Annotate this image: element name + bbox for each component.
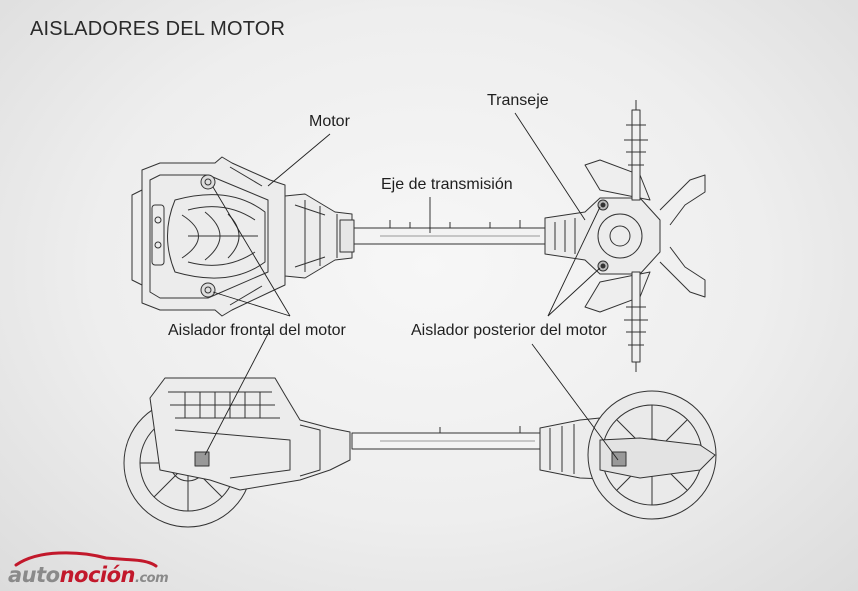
label-motor: Motor (309, 113, 350, 130)
autonocion-logo: autonoción.com (6, 548, 176, 588)
logo-text: autonoción.com (8, 563, 169, 587)
driveshaft-side-view (351, 426, 543, 450)
logo-text-nocion: noción (59, 563, 136, 587)
label-transeje: Transeje (487, 92, 549, 109)
engine-top-view (131, 156, 286, 317)
engine-side-view (123, 377, 351, 528)
label-aislador-posterior: Aislador posterior del motor (411, 322, 607, 339)
transmission-top-view (284, 193, 355, 279)
logo-text-auto: auto (8, 563, 60, 587)
car-silhouette-icon (14, 551, 158, 568)
transaxle-side-view (539, 390, 717, 520)
label-aislador-frontal: Aislador frontal del motor (168, 322, 346, 339)
transaxle-top-view (544, 100, 706, 372)
label-eje-transmision: Eje de transmisión (381, 176, 513, 193)
callout-lines (204, 112, 619, 461)
diagram-title: AISLADORES DEL MOTOR (30, 18, 286, 40)
driveshaft-top-view (353, 220, 555, 245)
logo-text-com: .com (135, 571, 169, 586)
